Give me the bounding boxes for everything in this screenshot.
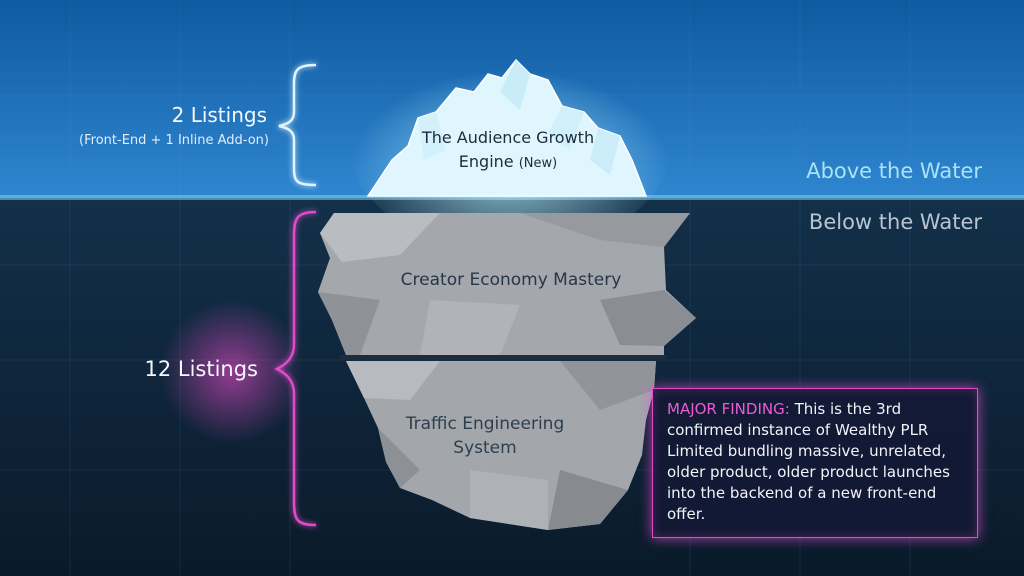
major-finding-callout: MAJOR FINDING: This is the 3rd confirmed… bbox=[652, 388, 978, 538]
upper-ice-facets bbox=[318, 213, 696, 355]
tip-product-title: The Audience Growth Engine (New) bbox=[408, 126, 608, 176]
finding-body: This is the 3rd confirmed instance of We… bbox=[667, 400, 950, 523]
top-bracket-icon bbox=[278, 63, 317, 187]
lower-product-title: Traffic Engineering System bbox=[405, 414, 565, 458]
ice-divider bbox=[340, 355, 666, 360]
ice-tip-facets bbox=[418, 60, 620, 175]
above-water-label: Above the Water bbox=[806, 159, 982, 183]
top-listings-detail: (Front-End + 1 Inline Add-on) bbox=[79, 133, 269, 148]
finding-heading: MAJOR FINDING: bbox=[667, 400, 790, 418]
top-listings-count: 2 Listings bbox=[171, 103, 267, 127]
tip-product-name: The Audience Growth Engine bbox=[421, 128, 595, 171]
finding-text: MAJOR FINDING: This is the 3rd confirmed… bbox=[667, 399, 965, 525]
upper-ice-block bbox=[318, 213, 696, 355]
upper-product-title: Creator Economy Mastery bbox=[400, 270, 622, 290]
tip-product-tag: (New) bbox=[518, 156, 558, 171]
bottom-bracket-icon bbox=[274, 210, 317, 527]
radial-glow bbox=[160, 300, 304, 444]
lower-ice-facets bbox=[346, 361, 656, 530]
below-water-label: Below the Water bbox=[808, 210, 982, 234]
bottom-listings-count: 12 Listings bbox=[144, 357, 258, 381]
